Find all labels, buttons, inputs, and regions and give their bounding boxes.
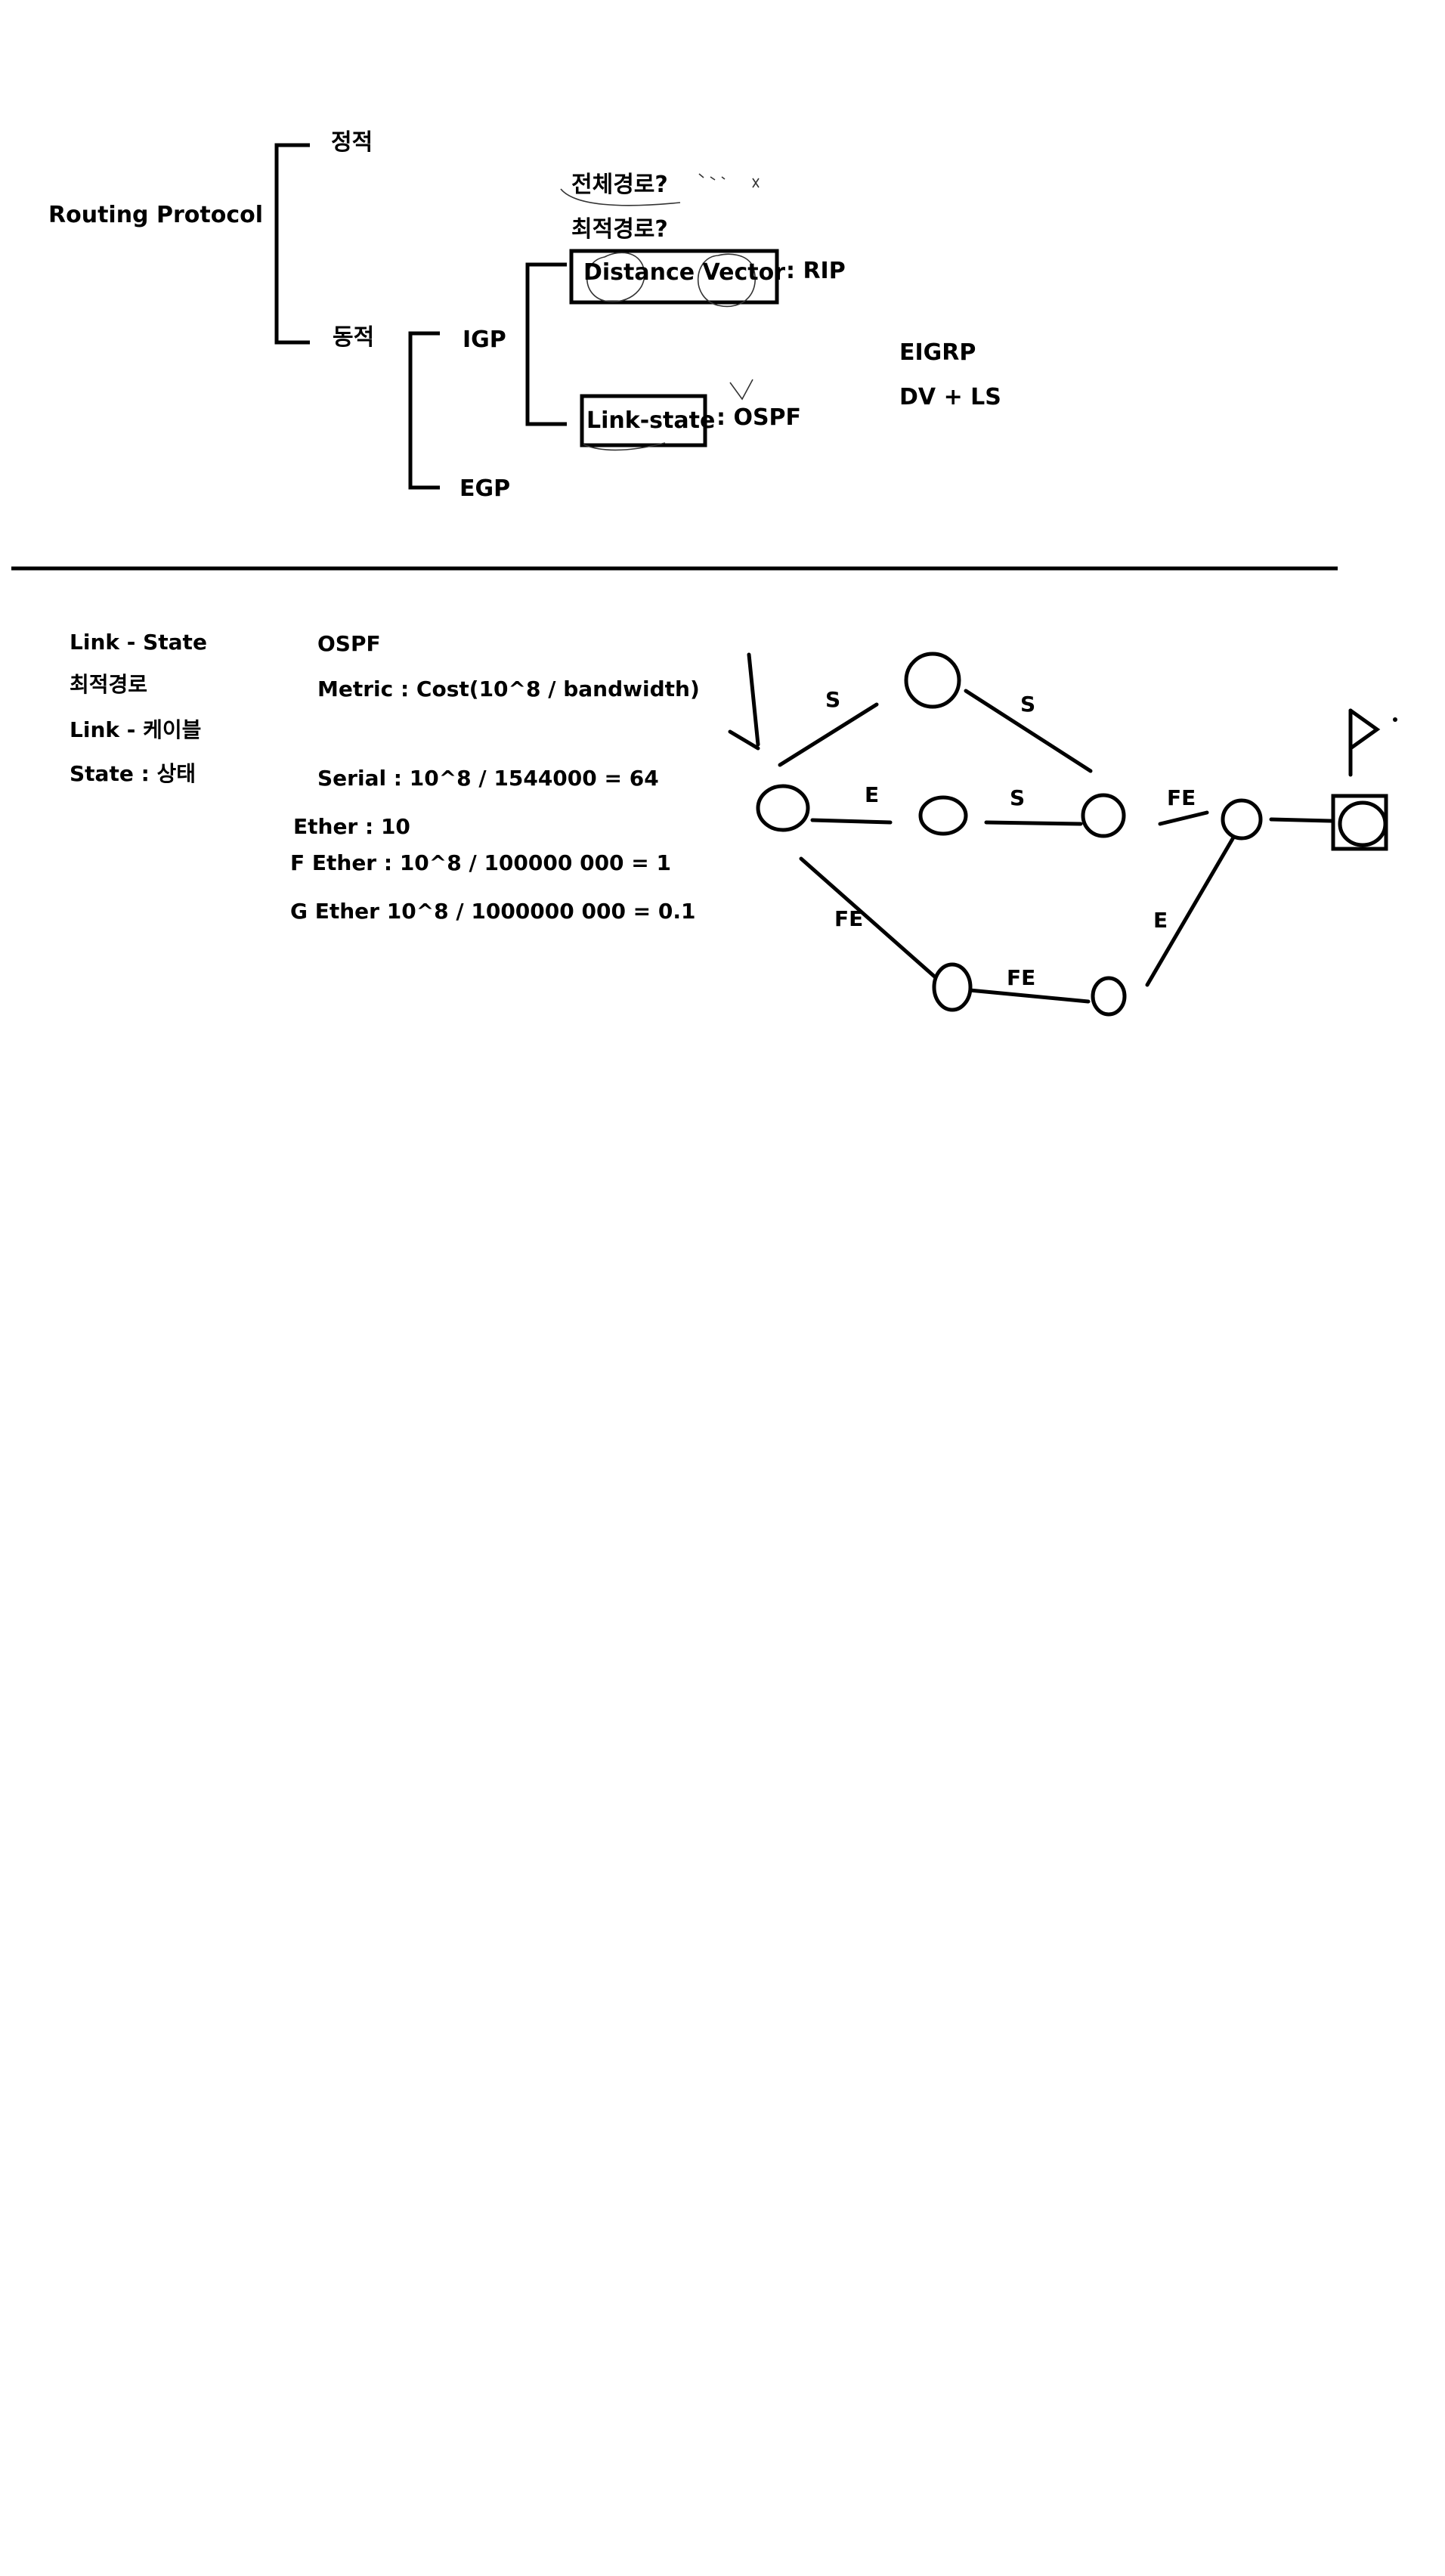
state-meaning-note: State : 상태 — [70, 761, 196, 786]
egp-label: EGP — [459, 475, 511, 502]
routing-protocol-label: Routing Protocol — [48, 202, 263, 228]
link-top-left — [778, 702, 879, 767]
flag-dot — [1393, 717, 1397, 722]
link-state-box — [580, 394, 707, 447]
router-top — [904, 652, 961, 709]
best-path-note: 최적경로 — [70, 672, 148, 697]
distance-vector-box — [569, 249, 779, 305]
taxonomy-brackets — [274, 143, 567, 490]
static-label: 정적 — [331, 129, 373, 156]
link-mid-right — [984, 820, 1083, 826]
igp-label: IGP — [463, 327, 506, 353]
flag — [1348, 708, 1381, 751]
fast-ether-cost: F Ether : 10^8 / 100000 000 = 1 — [290, 850, 671, 875]
router-destination — [1338, 800, 1388, 847]
handwritten-scribbles — [560, 173, 760, 451]
ospf-check-mark — [729, 379, 753, 401]
link-meaning-note: Link - 케이블 — [70, 717, 202, 742]
metric-formula: Metric : Cost(10^8 / bandwidth) — [317, 677, 700, 701]
rip-label: : RIP — [786, 258, 846, 284]
best-path-question: 최적경로? — [571, 216, 668, 243]
dynamic-label: 동적 — [333, 324, 375, 351]
ospf-title: OSPF — [317, 631, 381, 656]
serial-cost: Serial : 10^8 / 1544000 = 64 — [317, 766, 659, 791]
router-mid-right — [1081, 793, 1126, 838]
arrow-head — [728, 729, 760, 751]
link-label-bottom-mid: FE — [1007, 965, 1036, 990]
dv-loop-right — [697, 253, 757, 308]
link-label-top-left: S — [825, 687, 841, 712]
link-right-upper — [1158, 810, 1209, 826]
underline-squiggle — [560, 188, 681, 206]
all-paths-question: 전체경로? — [571, 172, 668, 198]
tick-marks — [698, 173, 726, 181]
dynamic-bracket — [408, 331, 440, 490]
link-label-right-lower: E — [1153, 908, 1168, 933]
router-source — [756, 784, 810, 832]
link-label-mid-left: E — [865, 782, 880, 807]
link-state-label: Link-state — [586, 407, 716, 434]
router-mid-center — [918, 795, 968, 836]
gig-ether-cost: G Ether 10^8 / 1000000 000 = 0.1 — [290, 899, 696, 924]
link-label-bottom-left: FE — [834, 906, 864, 931]
link-state-title: Link - State — [70, 630, 207, 655]
ls-underline-squiggle — [583, 442, 666, 451]
distance-vector-label: Distance Vector — [583, 259, 786, 286]
link-bottom-left — [799, 856, 939, 981]
router-bottom-right — [1091, 976, 1127, 1017]
link-entry-arrow — [747, 652, 760, 747]
ospf-label: : OSPF — [716, 404, 802, 431]
router-bottom-left — [932, 962, 973, 1012]
link-right-lower — [1145, 835, 1236, 987]
link-label-right-upper: FE — [1167, 785, 1196, 810]
root-bracket — [274, 143, 310, 345]
dv-ls-label: DV + LS — [899, 384, 1001, 410]
eigrp-label: EIGRP — [899, 339, 976, 366]
link-label-mid-right: S — [1010, 785, 1026, 810]
link-bottom-mid — [967, 988, 1091, 1004]
star-scribble — [752, 178, 760, 188]
router-right — [1221, 798, 1263, 841]
dv-loop-left — [586, 252, 645, 302]
link-mid-left — [810, 818, 893, 825]
igp-bracket — [525, 262, 567, 426]
link-top-right — [964, 689, 1093, 773]
ether-cost: Ether : 10 — [293, 814, 410, 839]
topology-nodes — [756, 652, 1388, 1017]
topology-links — [728, 652, 1381, 1004]
link-label-top-right: S — [1020, 692, 1036, 717]
